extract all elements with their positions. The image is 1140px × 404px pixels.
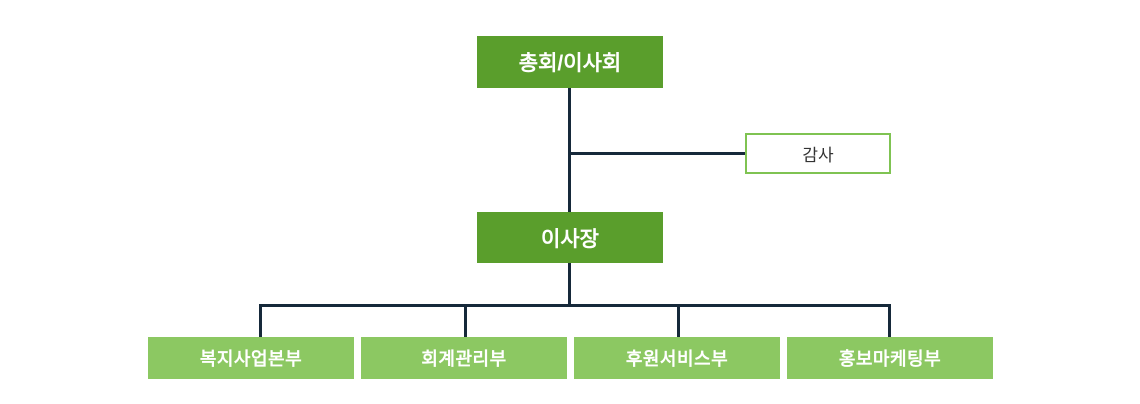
node-audit-label: 감사 bbox=[802, 146, 834, 165]
connector-drop-dept-4 bbox=[888, 304, 891, 338]
node-dept-welfare: 복지사업본부 bbox=[148, 337, 354, 379]
connector-drop-dept-2 bbox=[464, 304, 467, 338]
node-chairman: 이사장 bbox=[477, 212, 663, 263]
connector-audit-horizontal bbox=[569, 152, 747, 155]
connector-bottom-horizontal bbox=[259, 304, 891, 307]
node-general-assembly: 총회/이사회 bbox=[477, 36, 663, 88]
connector-drop-dept-3 bbox=[677, 304, 680, 338]
node-dept-pr-marketing: 홍보마케팅부 bbox=[787, 337, 993, 379]
node-chairman-label: 이사장 bbox=[541, 227, 599, 251]
node-dept-sponsor-service: 후원서비스부 bbox=[574, 337, 780, 379]
node-dept-welfare-label: 복지사업본부 bbox=[199, 349, 303, 369]
node-dept-pr-marketing-label: 홍보마케팅부 bbox=[838, 349, 942, 369]
connector-top-vertical bbox=[568, 88, 571, 214]
node-dept-sponsor-service-label: 후원서비스부 bbox=[625, 349, 729, 369]
connector-mid-vertical bbox=[568, 263, 571, 307]
node-audit: 감사 bbox=[745, 133, 891, 174]
connector-drop-dept-1 bbox=[259, 304, 262, 338]
node-dept-accounting-label: 회계관리부 bbox=[421, 349, 507, 369]
node-dept-accounting: 회계관리부 bbox=[361, 337, 567, 379]
node-general-assembly-label: 총회/이사회 bbox=[518, 52, 622, 75]
